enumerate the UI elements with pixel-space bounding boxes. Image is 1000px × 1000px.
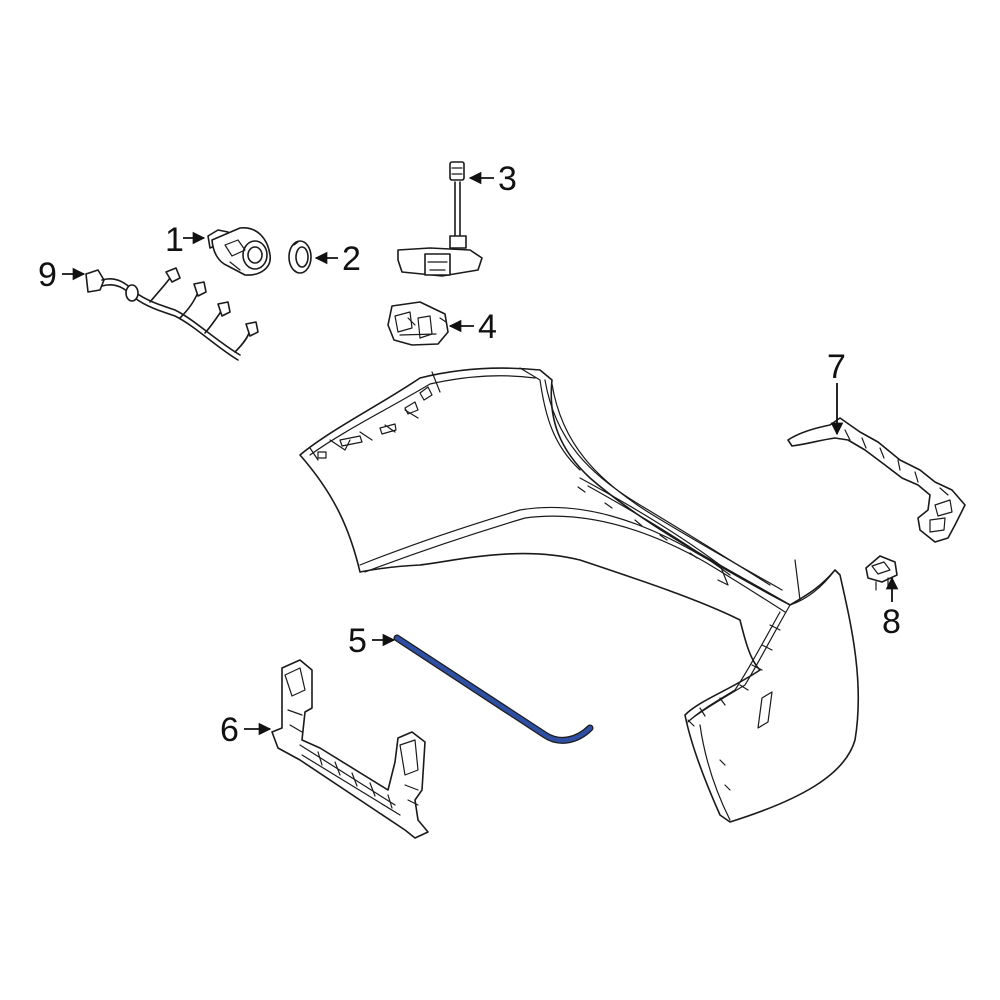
callout-4: 4 (448, 308, 497, 346)
callout-2: 2 (314, 240, 361, 278)
callout-label-5: 5 (348, 622, 367, 660)
callout-label-2: 2 (342, 240, 361, 278)
sensor-mount-bracket (387, 301, 449, 346)
callout-7: 7 (827, 348, 846, 436)
callout-1: 1 (165, 221, 206, 259)
callout-label-8: 8 (882, 603, 901, 641)
callout-label-1: 1 (165, 221, 184, 259)
callout-3: 3 (468, 160, 517, 198)
sensor-bracket-with-connector (397, 161, 483, 277)
callout-8: 8 (882, 576, 901, 641)
lower-support-bracket (271, 659, 429, 839)
sensor-retainer-ring (288, 240, 312, 274)
callout-label-7: 7 (827, 348, 846, 386)
bumper-cover (299, 367, 860, 823)
callout-6: 6 (220, 711, 272, 749)
parking-sensor (207, 227, 271, 276)
callout-5: 5 (348, 622, 396, 660)
callout-label-3: 3 (498, 160, 517, 198)
callout-9: 9 (38, 256, 86, 294)
sensor-wiring-harness (85, 267, 259, 361)
callout-label-9: 9 (38, 256, 57, 294)
callout-label-4: 4 (478, 308, 497, 346)
bumper-trim-strip (393, 634, 594, 744)
side-guide-bracket (787, 417, 966, 543)
callout-label-6: 6 (220, 711, 239, 749)
